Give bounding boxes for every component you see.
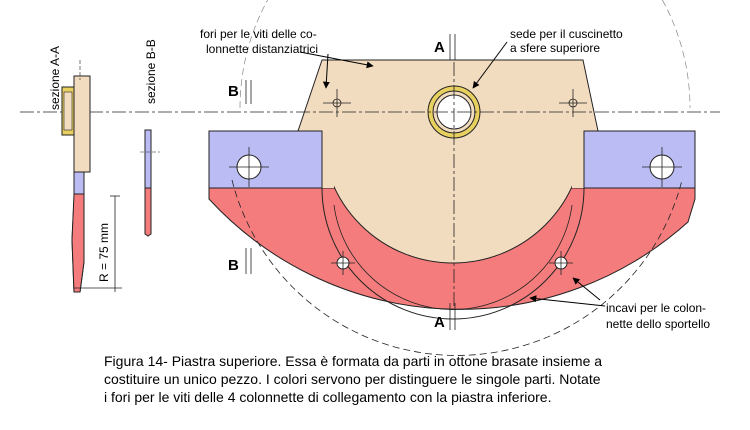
caption-line-1: Figura 14- Piastra superiore. Essa è for… xyxy=(104,353,603,369)
bearing-seat-note-line2: a sfere superiore xyxy=(510,41,600,55)
inner-rim xyxy=(321,187,585,320)
beige-tab-right xyxy=(572,131,584,188)
section-letter-b-bottom: B xyxy=(228,257,239,274)
beige-tab-left xyxy=(322,131,334,188)
section-bb-label: sezione B-B xyxy=(144,39,158,104)
section-letter-a-top: A xyxy=(434,39,445,56)
caption-line-3: i fori per le viti delle 4 colonnette di… xyxy=(104,389,552,405)
caption-line-2: costituire un unico pezzo. I colori serv… xyxy=(104,371,601,387)
bearing-seat-note-line1: sede per il cuscinetto xyxy=(510,27,623,41)
notches-note-line2: nette dello sportello xyxy=(606,317,710,331)
figure-caption: Figura 14- Piastra superiore. Essa è for… xyxy=(104,352,704,406)
section-letter-a-bottom: A xyxy=(434,314,445,331)
notches-note-line1: incavi per le colon- xyxy=(606,301,706,315)
section-aa-view xyxy=(61,60,122,293)
screw-holes-note-line1: fori per le viti delle co- xyxy=(200,27,317,41)
screw-holes-note-line2: lonnette distanziatrici xyxy=(206,42,318,56)
section-aa-label: sezione A-A xyxy=(48,46,62,110)
section-bb-view xyxy=(140,129,160,237)
section-letter-b-top: B xyxy=(228,83,239,100)
radius-note: R = 75 mm xyxy=(97,223,111,282)
section-lines xyxy=(20,34,720,330)
